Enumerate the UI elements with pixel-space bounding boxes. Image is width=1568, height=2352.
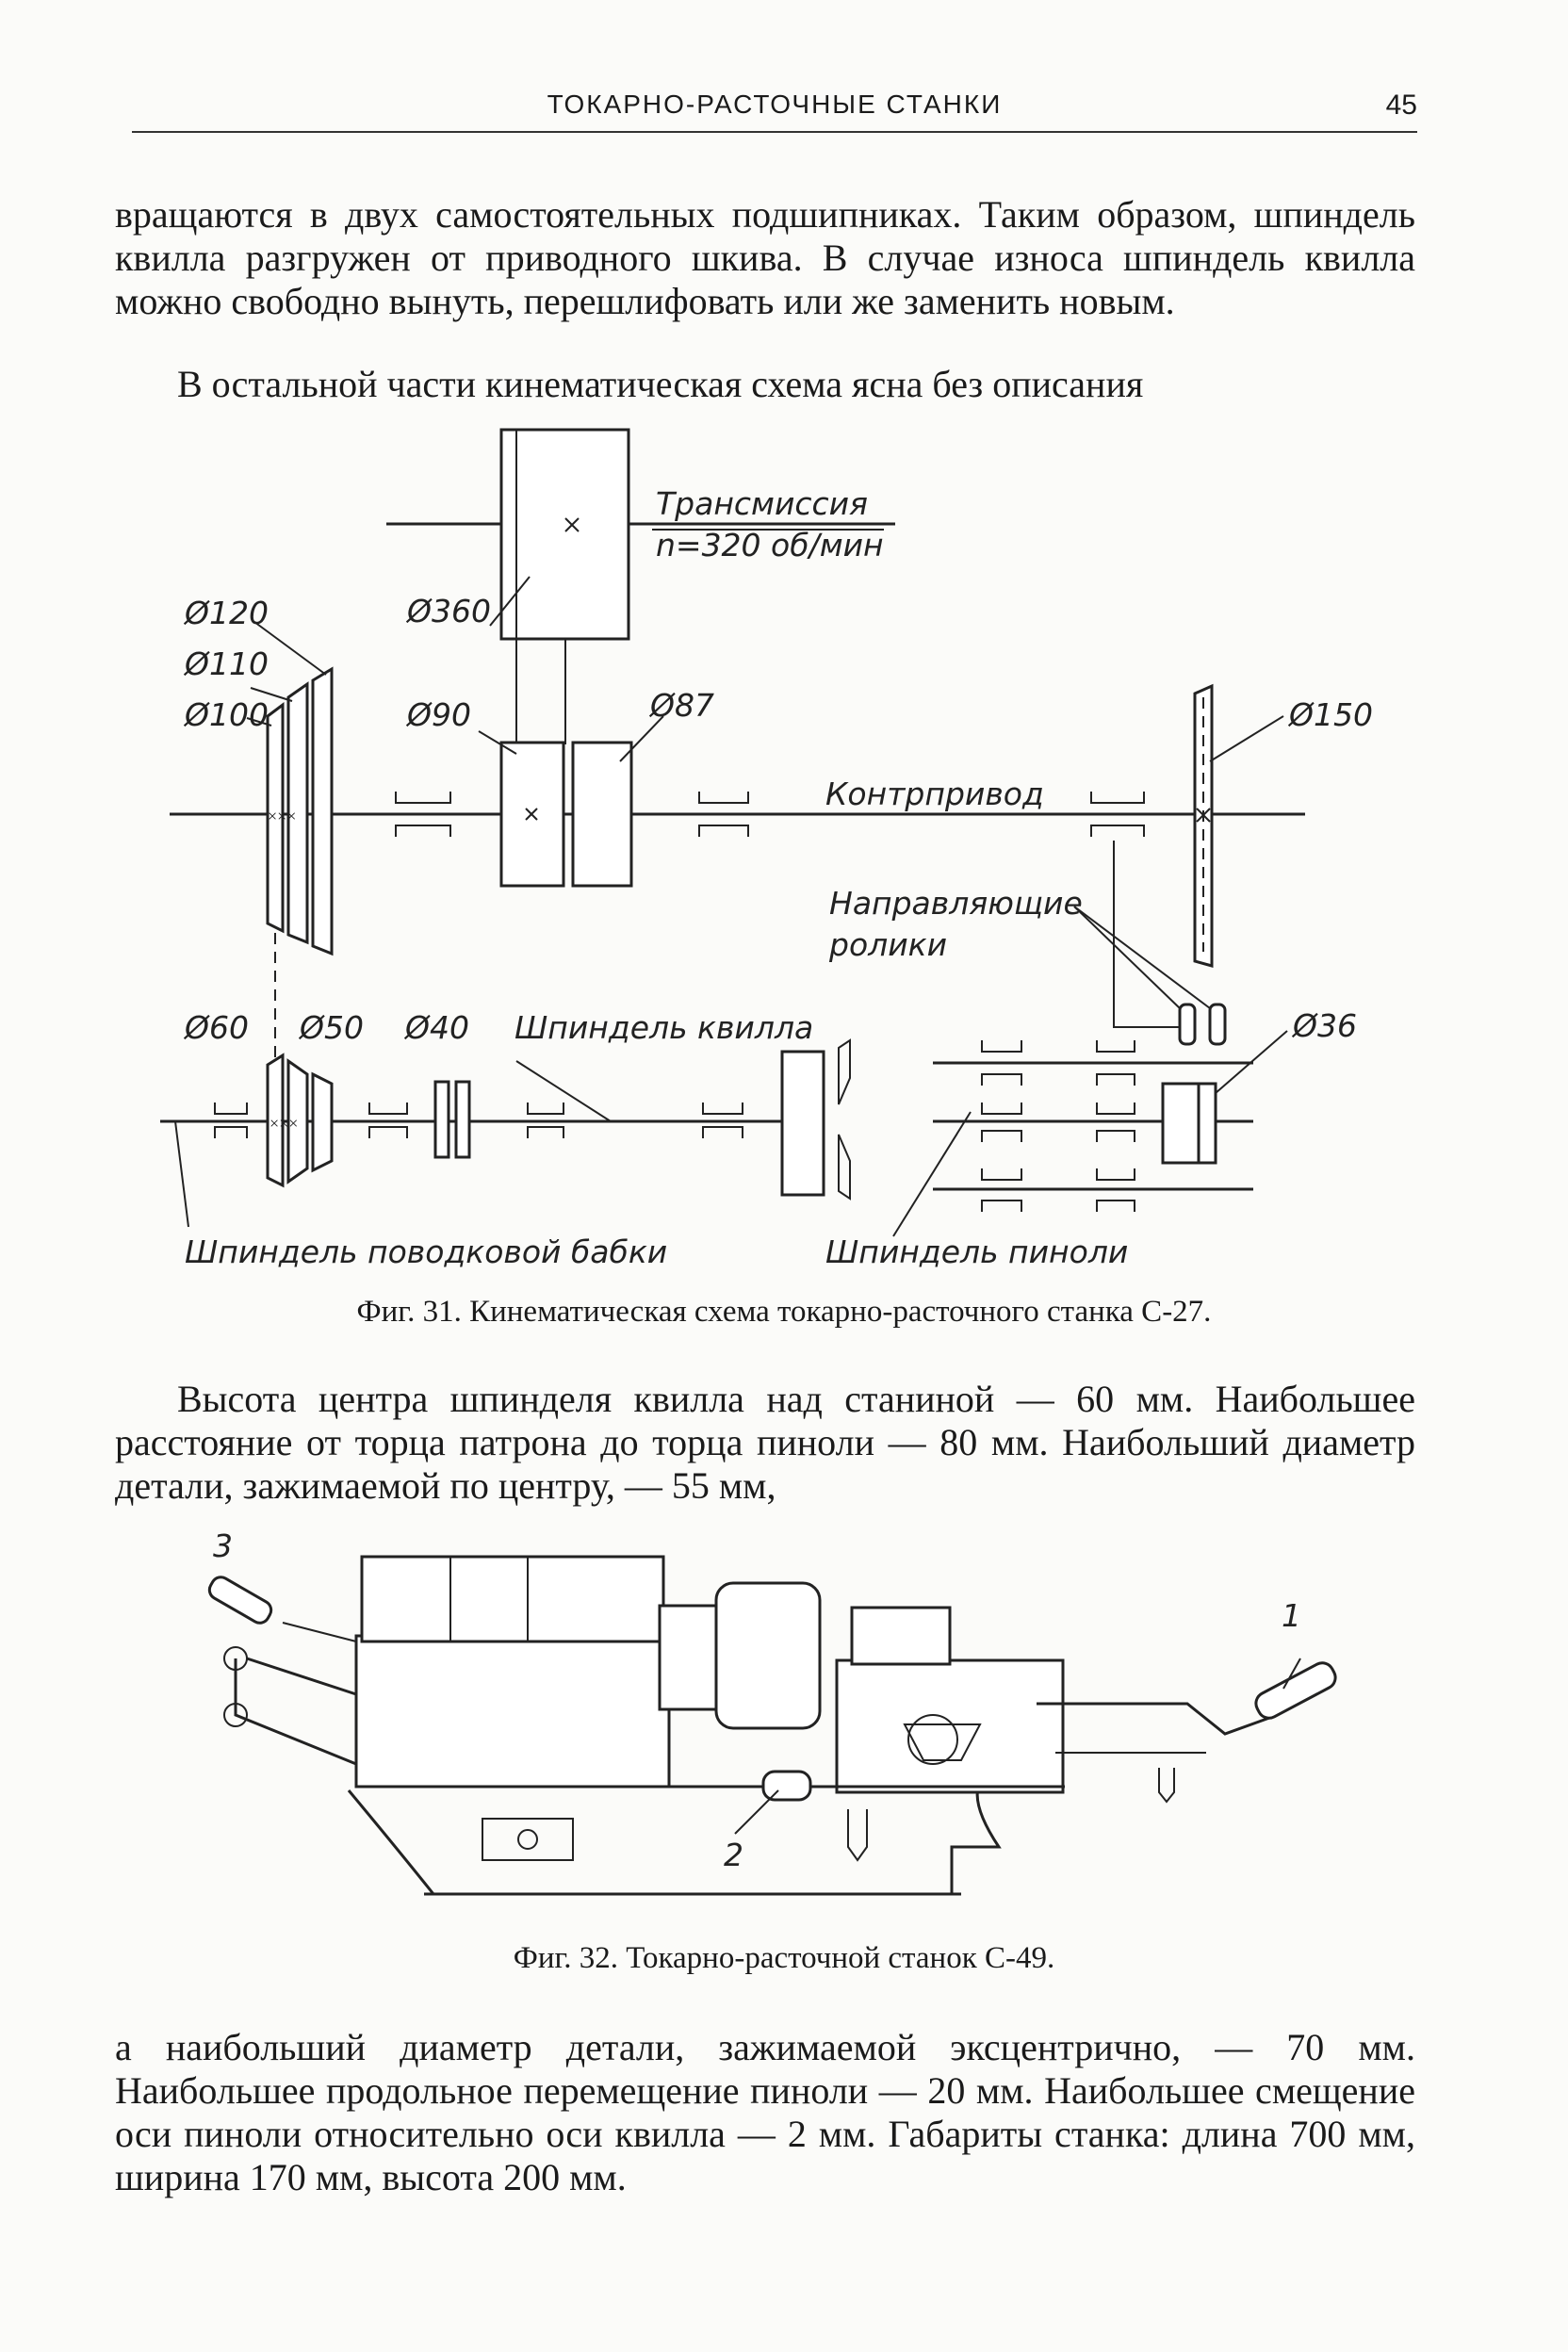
spindle-nose <box>658 1604 718 1711</box>
svg-text:×××: ××× <box>268 807 296 825</box>
label-d110: Ø110 <box>183 645 269 682</box>
label-d40: Ø40 <box>403 1009 469 1046</box>
label-d120: Ø120 <box>183 595 269 631</box>
callout-3: 3 <box>213 1527 233 1564</box>
label-d90: Ø90 <box>405 696 471 733</box>
label-tailstock-spindle: Шпиндель пиноли <box>825 1233 1128 1270</box>
label-d36: Ø36 <box>1291 1007 1357 1044</box>
pulley-150 <box>1193 683 1214 968</box>
base-plate <box>482 1818 574 1861</box>
header-rule <box>132 131 1417 133</box>
bearing <box>395 792 451 837</box>
running-title: ТОКАРНО-РАСТОЧНЫЕ СТАНКИ <box>547 90 1003 119</box>
pulley-87 <box>571 741 633 888</box>
callout-1: 1 <box>1282 1597 1301 1634</box>
roller-arm <box>1113 841 1187 1028</box>
jaw <box>838 1038 851 1200</box>
guide-roller <box>1208 1003 1227 1046</box>
label-d100: Ø100 <box>183 696 269 733</box>
paragraph-3: Высота центра шпинделя квилла над станин… <box>115 1378 1415 1507</box>
svg-text:×××: ××× <box>270 1114 298 1133</box>
label-quill-spindle: Шпиндель квилла <box>514 1009 813 1046</box>
lever-handle-3 <box>207 1576 273 1625</box>
bearing <box>1090 792 1145 837</box>
screw <box>847 1809 868 1862</box>
paragraph-4: а наибольший диаметр детали, зажимаемой … <box>115 2026 1415 2198</box>
paragraph-2: В остальной части кинематическая схема я… <box>177 363 1144 405</box>
step-pulley-100 <box>266 702 285 934</box>
step-pulley-120 <box>311 666 334 956</box>
figure-32-caption: Фиг. 32. Токарно-расточной станок С-49. <box>513 1941 1055 1975</box>
headstock-body <box>354 1634 671 1788</box>
tool-post <box>850 1606 952 1666</box>
step-pulley-110 <box>286 681 309 945</box>
guide-roller <box>1178 1003 1197 1046</box>
chuck <box>780 1050 825 1197</box>
headstock-top <box>360 1555 665 1643</box>
label-d50: Ø50 <box>298 1009 364 1046</box>
paragraph-1: вращаются в двух самостоятельных подшипн… <box>115 193 1415 322</box>
label-d150: Ø150 <box>1287 696 1373 733</box>
chuck <box>714 1581 822 1730</box>
pulley-60 <box>266 1053 285 1188</box>
label-countershaft: Контрпривод <box>825 776 1044 812</box>
label-transmission: Трансмиссия <box>656 485 868 522</box>
label-d87: Ø87 <box>648 687 714 724</box>
label-headstock-spindle: Шпиндель поводковой бабки <box>185 1233 667 1270</box>
page-number: 45 <box>1385 90 1417 121</box>
figure-31-caption: Фиг. 31. Кинематическая схема токарно-ра… <box>356 1295 1212 1329</box>
label-speed: n=320 об/мин <box>656 527 884 564</box>
label-d360: Ø360 <box>405 593 491 629</box>
coupling <box>433 1080 450 1159</box>
running-head: ТОКАРНО-РАСТОЧНЫЕ СТАНКИ 45 <box>132 90 1417 137</box>
pulley-360 <box>499 428 630 641</box>
label-guide-rollers-1: Направляющие <box>829 885 1083 922</box>
lever-knob-2 <box>761 1770 812 1802</box>
bearing <box>698 792 749 837</box>
cross-slide <box>835 1658 1065 1794</box>
lever-1 <box>1037 1702 1273 1736</box>
label-d60: Ø60 <box>183 1009 249 1046</box>
label-guide-rollers-2: ролики <box>828 926 947 963</box>
callout-2: 2 <box>724 1837 743 1873</box>
